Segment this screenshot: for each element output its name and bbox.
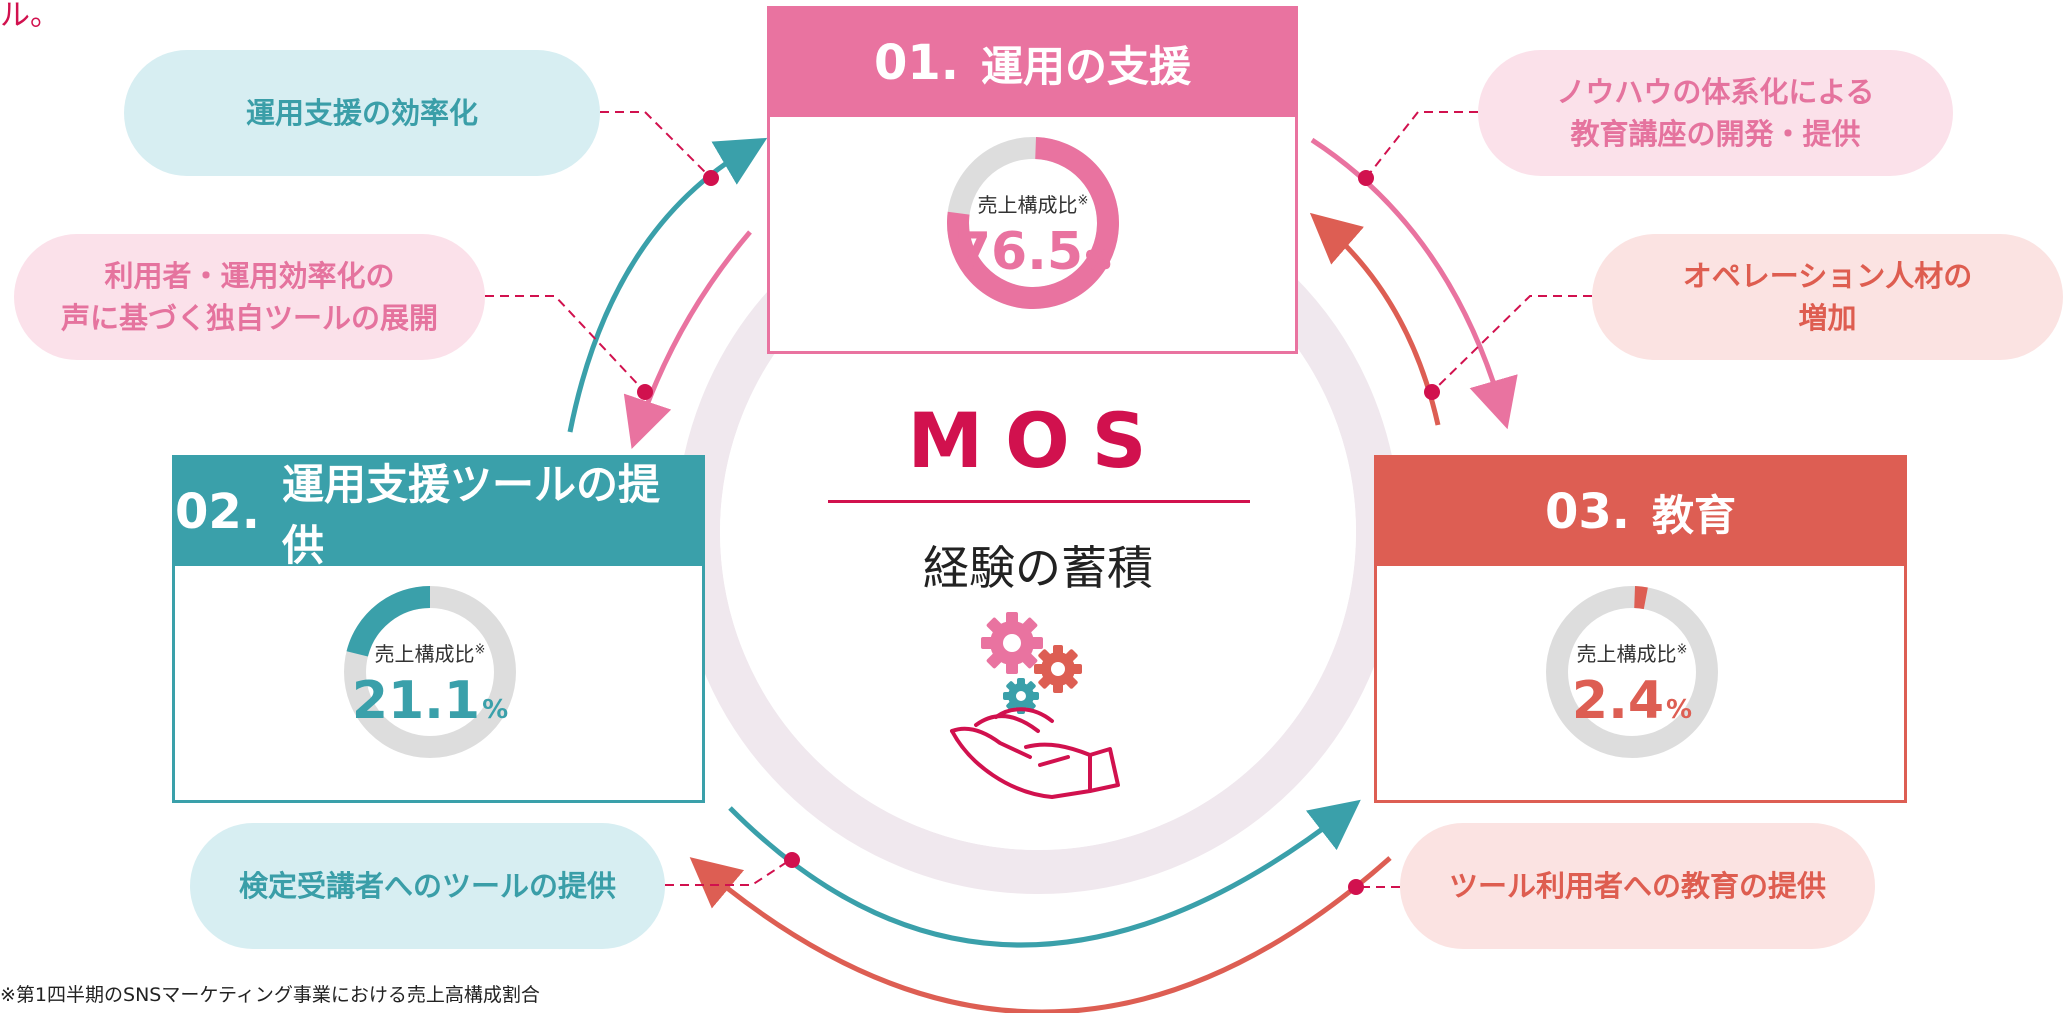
donut-chart — [1546, 586, 1718, 758]
pill-knowhow-courses: ノウハウの体系化による 教育講座の開発・提供 — [1478, 50, 1953, 176]
footnote: ※第1四半期のSNSマーケティング事業における売上高構成割合 — [0, 984, 540, 1006]
pill-text-line1: ノウハウの体系化による — [1556, 74, 1875, 109]
pill-text-line2: 教育講座の開発・提供 — [1570, 117, 1861, 151]
share-unit: % — [1085, 246, 1112, 276]
box-number: 01. — [873, 35, 959, 91]
pill-operation-efficiency: 運用支援の効率化 — [124, 50, 600, 176]
box-header: 02. 運用支援ツールの提供 — [175, 458, 702, 570]
share-number: 2.4 — [1571, 671, 1665, 731]
donut-hole — [1569, 609, 1695, 735]
box-01-operation-support: 01. 運用の支援 売上構成比※ 76.5% — [767, 6, 1298, 354]
teal-gear-icon — [1003, 678, 1039, 714]
pill-text-line2: 増加 — [1798, 301, 1857, 335]
box-03-education: 03. 教育 売上構成比※ 2.4% — [1374, 455, 1907, 803]
pill-text: 検定受講者へのツールの提供 — [238, 868, 616, 903]
share-caption-text: 売上構成比 — [1576, 642, 1677, 666]
pill-text: ツール利用者への教育の提供 — [1448, 868, 1826, 903]
donut-chart — [344, 586, 516, 758]
pill-text-line1: オペレーション人材の — [1682, 258, 1973, 293]
footnote-mark: ※ — [1676, 642, 1688, 658]
pill-text-line2: 声に基づく独自ツールの展開 — [60, 301, 438, 335]
donut-label: 売上構成比※ 2.4% — [1522, 638, 1742, 731]
share-caption-text: 売上構成比 — [977, 193, 1078, 217]
donut-hole — [367, 609, 493, 735]
arrow-02-to-03 — [728, 799, 1361, 948]
donut-share-arc — [344, 586, 516, 758]
coral-gear-icon — [1034, 645, 1082, 693]
pill-text: 運用支援の効率化 — [245, 95, 478, 130]
gears-on-hand-icon — [950, 612, 1120, 799]
arrow-03-to-02 — [689, 856, 1392, 1013]
share-caption: 売上構成比※ — [320, 638, 540, 667]
pill-text-line1: 利用者・運用効率化の — [104, 258, 395, 293]
pink-gear-icon — [981, 612, 1043, 674]
share-number: 76.5 — [954, 222, 1084, 282]
box-header: 01. 運用の支援 — [770, 9, 1295, 117]
donut-track — [1546, 586, 1718, 758]
pill-tool-education: ツール利用者への教育の提供 — [1400, 823, 1875, 949]
arrow-01-to-02 — [623, 230, 752, 449]
share-value: 76.5% — [923, 222, 1143, 282]
share-caption-text: 売上構成比 — [374, 642, 475, 666]
center-divider — [828, 500, 1250, 503]
donut-hole — [970, 160, 1096, 286]
cropped-heading-fragment: ル。 — [0, 0, 60, 33]
open-hand-icon — [950, 707, 1120, 799]
share-unit: % — [482, 695, 509, 725]
share-value: 2.4% — [1522, 671, 1742, 731]
footnote-mark: ※ — [1077, 193, 1089, 209]
box-number: 03. — [1544, 484, 1630, 540]
pill-exam-tools: 検定受講者へのツールの提供 — [190, 823, 665, 949]
center-subtitle: 経験の蓄積 — [923, 541, 1153, 595]
connector-dots — [637, 170, 1440, 895]
arrow-01-to-03 — [1310, 137, 1518, 430]
share-caption: 売上構成比※ — [923, 189, 1143, 218]
box-title: 運用の支援 — [981, 41, 1192, 91]
donut-label: 売上構成比※ 76.5% — [923, 189, 1143, 282]
box-number: 02. — [175, 484, 261, 540]
donut-label: 売上構成比※ 21.1% — [320, 638, 540, 731]
pill-operations-staff: オペレーション人材の 増加 — [1592, 234, 2063, 360]
center-title: MOS — [907, 396, 1169, 485]
center-disc — [720, 214, 1356, 850]
donut-chart — [947, 137, 1119, 309]
pill-own-tools: 利用者・運用効率化の 声に基づく独自ツールの展開 — [14, 234, 485, 360]
footnote-mark: ※ — [474, 642, 486, 658]
box-title: 運用支援ツールの提供 — [282, 460, 661, 570]
share-unit: % — [1666, 695, 1693, 725]
box-header: 03. 教育 — [1377, 458, 1904, 566]
share-value: 21.1% — [320, 671, 540, 731]
box-title: 教育 — [1652, 490, 1737, 540]
share-number: 21.1 — [351, 671, 481, 731]
dashed-connectors — [485, 111, 1592, 888]
box-02-tool-provision: 02. 運用支援ツールの提供 売上構成比※ 21.1% — [172, 455, 705, 803]
share-caption: 売上構成比※ — [1522, 638, 1742, 667]
